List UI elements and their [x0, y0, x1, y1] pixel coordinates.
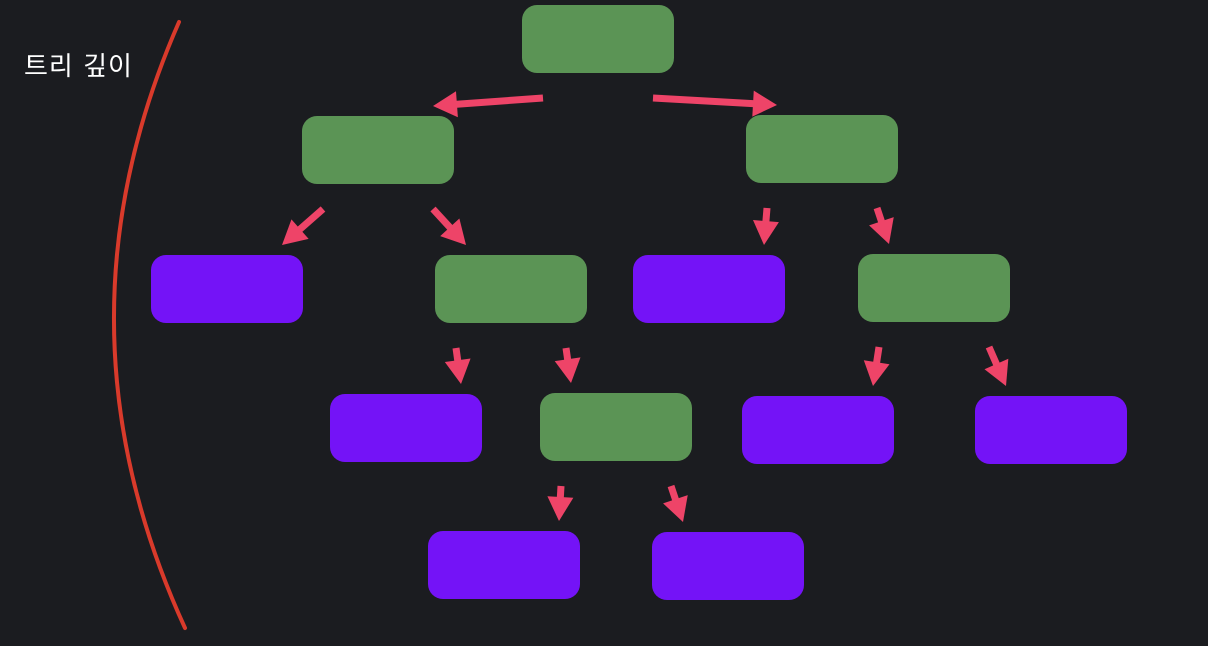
leaf-node — [428, 531, 580, 599]
arrow-head-icon — [282, 219, 309, 245]
arrow-head-icon — [752, 220, 779, 245]
edge-layer — [282, 90, 1009, 522]
edge-arrow — [547, 485, 574, 521]
internal-node — [540, 393, 692, 461]
edge-arrow — [433, 91, 544, 118]
arrow-shaft — [454, 94, 544, 108]
tree-depth-label: 트리 깊이 — [24, 52, 133, 82]
arrow-shaft — [762, 207, 771, 224]
edge-arrow — [444, 347, 471, 384]
arrow-shaft — [556, 485, 565, 500]
arrow-head-icon — [869, 217, 894, 244]
edge-arrow — [652, 90, 777, 117]
leaf-node — [742, 396, 894, 464]
arrow-shaft — [667, 484, 680, 503]
arrow-shaft — [452, 347, 462, 363]
arrow-shaft — [985, 345, 1001, 368]
arrow-shaft — [652, 94, 756, 108]
arrow-head-icon — [440, 218, 466, 245]
edge-arrow — [984, 345, 1009, 386]
internal-node — [858, 254, 1010, 322]
arrow-head-icon — [663, 495, 688, 522]
arrow-head-icon — [752, 90, 777, 117]
edge-arrow — [863, 346, 890, 386]
leaf-node — [151, 255, 303, 323]
edge-arrow — [282, 206, 326, 245]
arrow-head-icon — [984, 358, 1009, 386]
leaf-node — [975, 396, 1127, 464]
arrow-head-icon — [863, 360, 890, 386]
internal-node — [522, 5, 674, 73]
arrow-shaft — [296, 206, 326, 234]
arrow-shaft — [430, 206, 454, 232]
edge-arrow — [869, 206, 894, 244]
leaf-node — [633, 255, 785, 323]
edge-arrow — [752, 207, 779, 245]
edge-arrow — [663, 484, 688, 522]
arrow-shaft — [872, 346, 883, 365]
arrow-shaft — [873, 206, 886, 225]
internal-node — [302, 116, 454, 184]
node-layer — [151, 5, 1127, 600]
leaf-node — [330, 394, 482, 462]
edge-arrow — [554, 347, 581, 383]
internal-node — [746, 115, 898, 183]
depth-bracket — [112, 20, 187, 630]
arrow-shaft — [562, 347, 572, 362]
arrow-head-icon — [433, 91, 458, 118]
arrow-head-icon — [444, 358, 471, 384]
arrow-head-icon — [547, 496, 574, 521]
edge-arrow — [430, 206, 466, 245]
leaf-node — [652, 532, 804, 600]
internal-node — [435, 255, 587, 323]
arrow-head-icon — [554, 357, 581, 383]
